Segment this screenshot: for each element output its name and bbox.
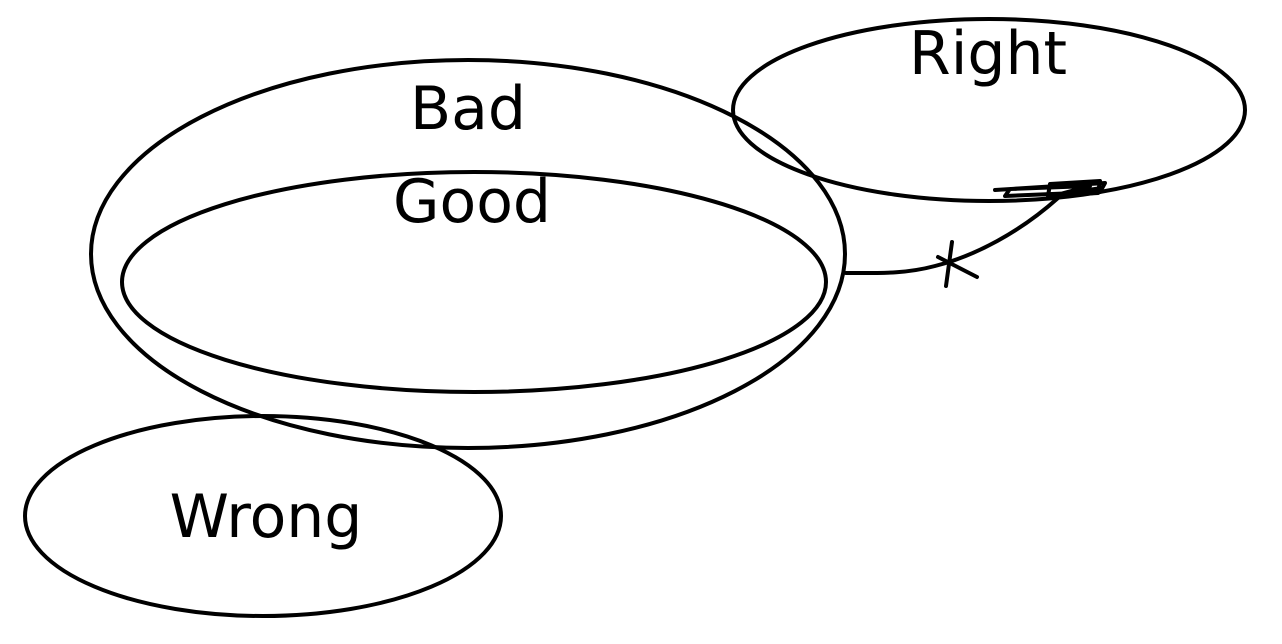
cross-mark bbox=[936, 240, 979, 288]
wrong-ellipse bbox=[23, 414, 503, 618]
crossed-connector bbox=[844, 196, 1060, 276]
bad-label: Bad bbox=[410, 74, 526, 144]
good-label: Good bbox=[393, 167, 551, 237]
connector-scribble bbox=[993, 179, 1107, 198]
right-label: Right bbox=[909, 19, 1067, 89]
right-ellipse bbox=[731, 17, 1247, 203]
bad-ellipse bbox=[89, 58, 847, 450]
good-ellipse bbox=[120, 170, 828, 394]
wrong-label: Wrong bbox=[170, 482, 363, 552]
